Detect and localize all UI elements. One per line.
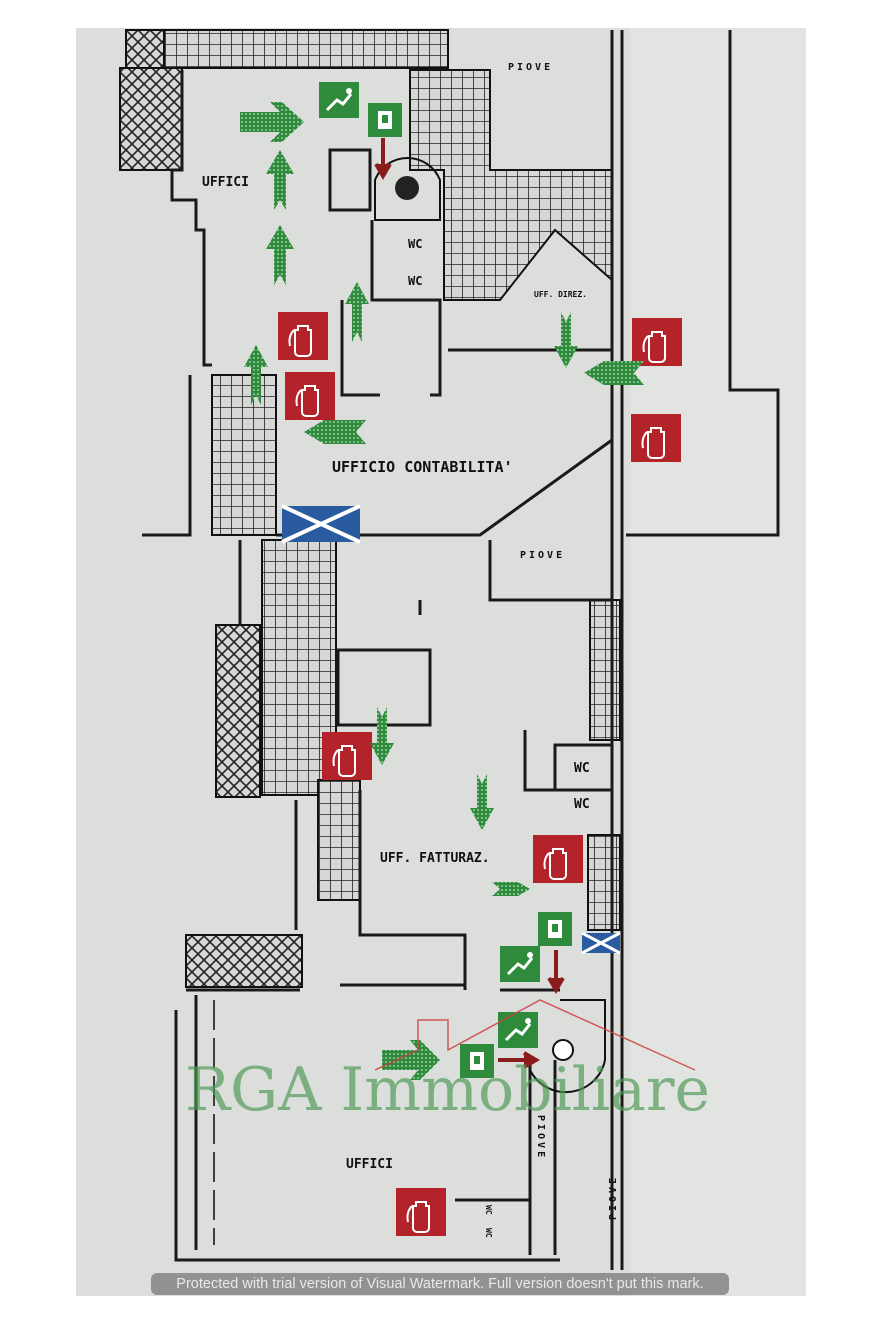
emergency-exit-icon [317, 80, 361, 120]
fire-extinguisher-icon [395, 1187, 447, 1237]
room-label: WC [574, 761, 590, 776]
room-label: WC [408, 274, 422, 288]
room-label: PIOVE [535, 1115, 546, 1160]
escape-arrow-icon [370, 707, 394, 765]
hatched-areas [119, 29, 621, 988]
fire-extinguisher-icon [321, 731, 373, 781]
room-label: UFF. FATTURAZ. [380, 851, 490, 866]
escape-arrow-icon [266, 225, 294, 285]
escape-arrow-icon [470, 774, 494, 830]
fire-extinguisher-icon [631, 317, 683, 367]
escape-arrow-icon [240, 102, 304, 142]
escape-arrows [240, 102, 644, 1080]
room-label: WC [484, 1205, 493, 1215]
assembly-point-icon [581, 931, 621, 955]
escape-arrow-icon [554, 312, 578, 368]
fire-extinguisher-icon [532, 834, 584, 884]
room-label: WC [484, 1228, 493, 1238]
room-label: UFFICIO CONTABILITA' [332, 458, 513, 476]
room-label: PIOVE [608, 1175, 619, 1220]
svg-text:RGA Immobiliare: RGA Immobiliare [185, 1055, 710, 1125]
fire-extinguisher-icon [630, 413, 682, 463]
escape-arrow-icon [244, 345, 268, 405]
fire-extinguisher-icon [277, 311, 329, 361]
escape-arrow-icon [584, 361, 644, 385]
room-label: UFF. DIREZ. [534, 290, 587, 299]
escape-arrow-icon [345, 282, 369, 342]
escape-arrow-icon [382, 1040, 440, 1080]
fire-extinguisher-icon [284, 371, 336, 421]
assembly-point-icon [281, 504, 361, 544]
spiral-staircase-icon [529, 999, 606, 1094]
walls [142, 30, 780, 1270]
room-label: PIOVE [520, 550, 565, 561]
emergency-exit-icon [498, 944, 542, 984]
trial-watermark-banner: Protected with trial version of Visual W… [151, 1273, 729, 1295]
rga-logo-watermark: RGA Immobiliare [185, 999, 710, 1125]
room-label: PIOVE [508, 62, 553, 73]
emergency-exit-icon [538, 912, 572, 946]
room-label: WC [574, 797, 590, 812]
emergency-exit-icon [496, 1010, 540, 1050]
right-arrow-icon [498, 1051, 540, 1069]
down-arrow-icon [374, 138, 392, 180]
escape-arrow-icon [304, 420, 366, 444]
room-label: UFFICI [202, 175, 249, 190]
escape-arrow-icon [492, 882, 530, 896]
emergency-exit-icon [368, 103, 402, 137]
room-label: UFFICI [346, 1157, 393, 1172]
escape-arrow-icon [266, 150, 294, 210]
down-arrow-icon [547, 950, 565, 994]
room-label: WC [408, 237, 422, 251]
